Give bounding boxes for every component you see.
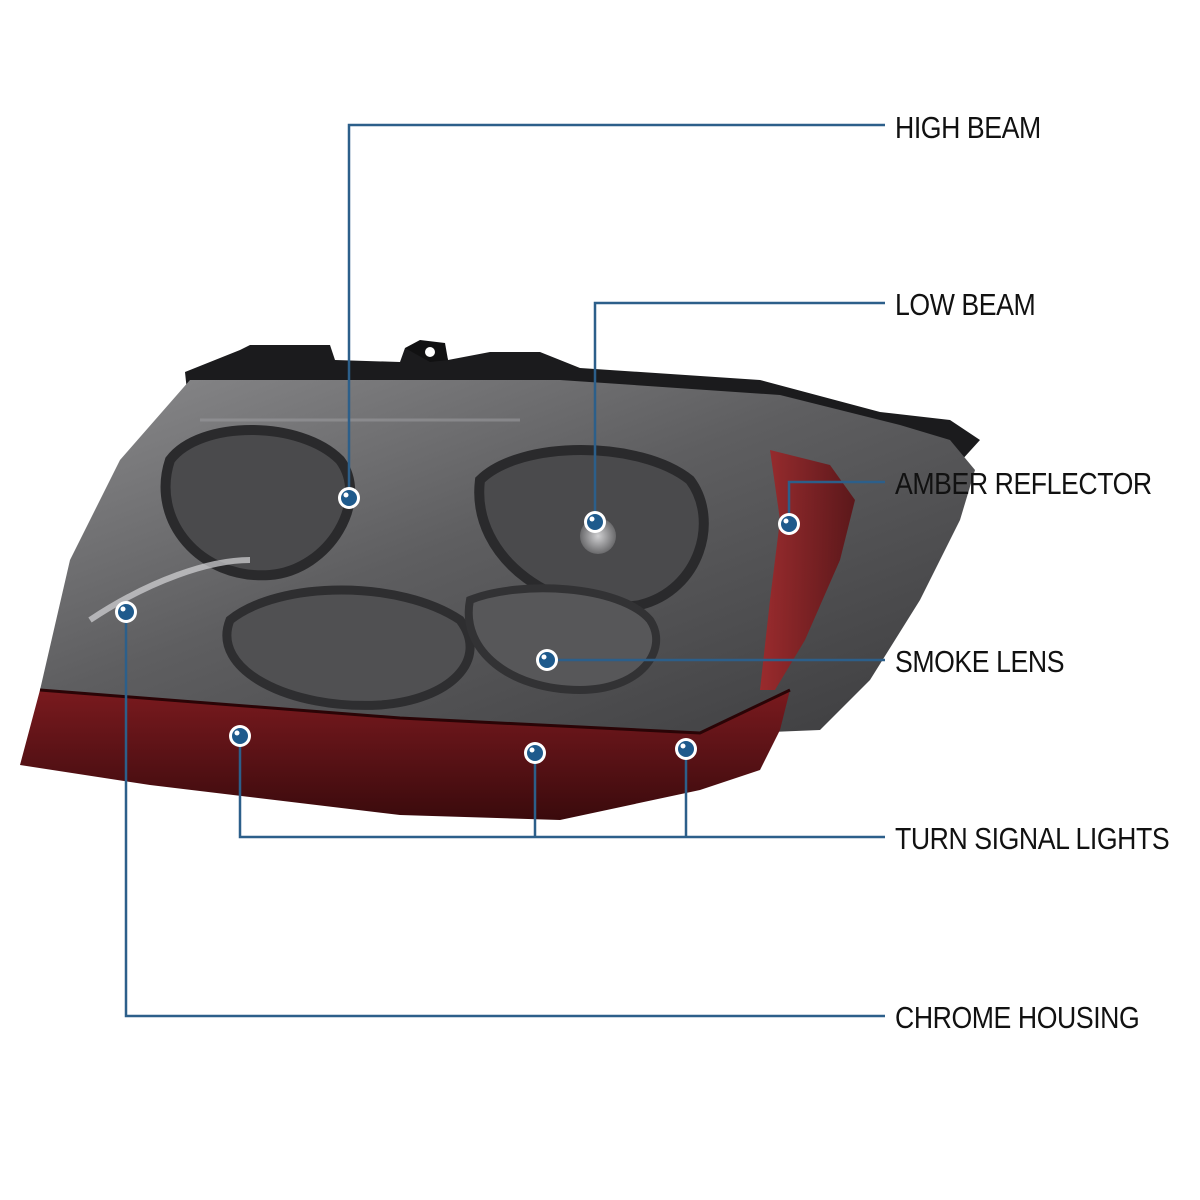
amber-reflector-strip xyxy=(760,450,855,690)
label-amber-reflector: AMBER REFLECTOR xyxy=(895,466,1152,501)
label-chrome-housing: CHROME HOUSING xyxy=(895,1000,1140,1035)
turn-signal-bar xyxy=(20,690,790,820)
lens-highlight xyxy=(88,557,251,623)
label-smoke-lens: SMOKE LENS xyxy=(895,644,1065,679)
label-high-beam: HIGH BEAM xyxy=(895,110,1041,145)
label-low-beam: LOW BEAM xyxy=(895,287,1036,322)
callout-lines xyxy=(124,123,885,1018)
callout-turn-signal xyxy=(238,736,885,839)
turn-signal-top-edge xyxy=(39,688,791,735)
label-turn-signal-lights: TURN SIGNAL LIGHTS xyxy=(895,821,1170,856)
callout-markers xyxy=(115,487,800,764)
marker-smoke-lens xyxy=(536,649,558,671)
callout-low-beam xyxy=(593,301,885,522)
callout-high-beam xyxy=(347,123,885,498)
callout-amber-reflector xyxy=(787,480,885,524)
callout-chrome-housing xyxy=(124,612,885,1018)
lower-reflector xyxy=(222,585,475,710)
marker-amber-reflector xyxy=(778,513,800,535)
smoke-lens-inner xyxy=(464,584,661,695)
marker-high-beam xyxy=(338,487,360,509)
marker-turn-signal-right xyxy=(675,738,697,760)
marker-low-beam xyxy=(584,511,606,533)
high-beam-reflector xyxy=(160,425,356,581)
marker-chrome-housing xyxy=(115,601,137,623)
marker-turn-signal-mid xyxy=(524,742,546,764)
mount-hole xyxy=(425,347,435,357)
marker-turn-signal-left xyxy=(229,725,251,747)
